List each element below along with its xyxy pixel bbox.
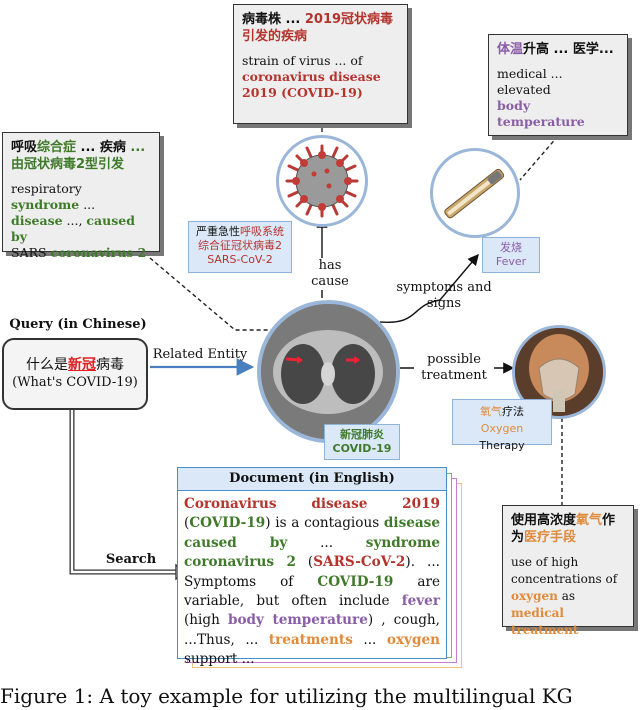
sars-tag-en: SARS-CoV-2 (207, 253, 273, 266)
thermometer-image (430, 148, 520, 238)
query-zh-a: 什么是 (26, 357, 68, 373)
doc-t3: COVID-19 (189, 515, 266, 532)
doc-t8: ( (295, 554, 314, 571)
temp-note-dash (519, 135, 559, 181)
thermometer-icon (444, 168, 505, 219)
doc-t12: are variable, but often include (184, 573, 440, 610)
query-zh-b: 新冠 (68, 357, 96, 373)
sars-tag: 严重急性呼吸系统综合征冠状病毒2 SARS-CoV-2 (188, 221, 292, 273)
resp-zh-c: ... 疾病 (76, 140, 126, 155)
symptoms-arrow (379, 253, 479, 323)
doc-t6: ... (287, 534, 366, 551)
fever-tag: 发烧 Fever (482, 237, 540, 273)
doc-t2: ( (184, 515, 190, 532)
oxygen-tag: 氧气疗法 Oxygen Therapy (452, 399, 552, 452)
covid-tag-en: COVID-19 (332, 442, 392, 455)
query-zh-c: 病毒 (96, 357, 124, 373)
query-title: Query (in Chinese) (9, 317, 147, 332)
doc-t15: body temperature (227, 612, 368, 629)
has-cause-label: has cause (310, 258, 350, 290)
covid-tag: 新冠肺炎 COVID-19 (324, 424, 400, 460)
resp-en-d: disease (11, 213, 63, 228)
doc-t4: ) is a contagious (265, 515, 384, 532)
sars-tag-zh-a: 严重急性 (196, 225, 240, 238)
doc-t18: ... (352, 631, 387, 648)
doc-t19: oxygen (386, 631, 440, 648)
document-title: Document (in English) (178, 468, 446, 491)
covid-tag-zh: 新冠肺炎 (340, 428, 384, 441)
doc-t5: disease caused by (184, 515, 440, 551)
oxy-zh-a: 使用高浓度 (511, 513, 577, 528)
query-en: (What's COVID-19) (12, 375, 138, 390)
oxy-en-b: oxygen (511, 589, 558, 603)
resp-en-f: caused by (11, 213, 135, 244)
doc-t10: ). ... Symptoms of (184, 554, 440, 590)
sars-tag-zh-b: 呼吸系统综合征冠状病毒2 (198, 225, 284, 252)
virus-note-zh-highlight: 2019冠状病毒引发的疾病 (242, 12, 394, 44)
resp-en-g: SARS (11, 245, 51, 260)
doc-t20: support ... (184, 651, 255, 668)
resp-en-e: ..., (62, 213, 87, 228)
oxy-en-c: as (557, 589, 576, 603)
resp-note-dash (149, 257, 278, 331)
doc-t7: syndrome coronavirus 2 (184, 534, 440, 571)
related-entity-label: Related Entity (152, 347, 248, 362)
oxygen-note: 使用高浓度氧气作为医疗手段 use of high concentrations… (502, 505, 634, 637)
oxy-zh-b: 氧气 (576, 513, 603, 528)
virus-icon (285, 144, 359, 218)
oxygen-tag-zh-b: 疗法 (502, 405, 524, 418)
doc-t11: COVID-19 (317, 573, 394, 590)
temp-note-zh: 升高 ... 医学... (523, 42, 614, 57)
doc-t17: treatments (268, 631, 353, 648)
virus-note-en-highlight: coronavirus disease 2019 (COVID-19) (242, 69, 381, 100)
oxygen-tag-en-b: Therapy (479, 439, 525, 452)
query-box: 什么是新冠病毒 (What's COVID-19) (2, 338, 148, 410)
temperature-note: 体温升高 ... 医学... medical ... elevated body… (488, 34, 628, 136)
resp-en-b: syndrome (11, 197, 80, 212)
resp-en-a: respiratory (11, 181, 82, 196)
oxygen-tag-en-a: Oxygen (480, 422, 524, 435)
symptoms-label: symptoms and signs (396, 280, 492, 311)
oxy-zh-d: 医疗手段 (524, 530, 577, 545)
search-arrow-line (70, 410, 176, 574)
treatment-label: possible treatment (414, 352, 494, 384)
document-body: Coronavirus disease 2019 (COVID-19) is a… (178, 491, 446, 674)
search-label: Search (105, 552, 157, 567)
doc-t9: SARS-CoV-2 (313, 554, 406, 571)
oxygen-tag-zh-a: 氧气 (480, 405, 502, 418)
virus-image (276, 135, 368, 227)
virus-note-en: strain of virus ... of (242, 53, 363, 68)
respiratory-note: 呼吸综合症 ... 疾病 ... 由冠状病毒2型引发 respiratory s… (2, 132, 160, 260)
oxy-en-a: use of high concentrations of (511, 555, 618, 586)
resp-zh-a: 呼吸 (11, 140, 38, 155)
fever-tag-en: Fever (495, 255, 527, 268)
oxy-zh-c: 作为 (511, 513, 616, 545)
fever-tag-zh: 发烧 (500, 241, 522, 254)
lung-ct-image (257, 300, 400, 443)
temp-note-en: medical ... elevated (497, 66, 563, 97)
temp-note-en-highlight: body temperature (497, 98, 585, 129)
lung-ct-icon (261, 304, 396, 439)
doc-t16: ) , cough, ...Thus, ... (184, 612, 440, 648)
resp-en-h: coronavirus 2 (50, 245, 147, 260)
figure-caption: Figure 1: A toy example for utilizing th… (0, 684, 573, 708)
resp-en-c: ... (79, 197, 96, 212)
doc-t1: Coronavirus disease 2019 (184, 496, 440, 512)
doc-t13: fever (401, 593, 440, 610)
temp-note-zh-highlight: 体温 (497, 42, 524, 57)
oxy-en-d: medical treatment (511, 606, 579, 637)
virus-note-zh: 病毒株 ... (242, 12, 305, 27)
resp-zh-b: 综合症 (37, 140, 77, 155)
doc-t14: (high (184, 612, 228, 629)
virus-note: 病毒株 ... 2019冠状病毒引发的疾病 strain of virus ..… (233, 4, 408, 124)
resp-zh-d: ... 由冠状病毒2型引发 (11, 140, 146, 172)
document-box: Document (in English) Coronavirus diseas… (177, 467, 447, 667)
